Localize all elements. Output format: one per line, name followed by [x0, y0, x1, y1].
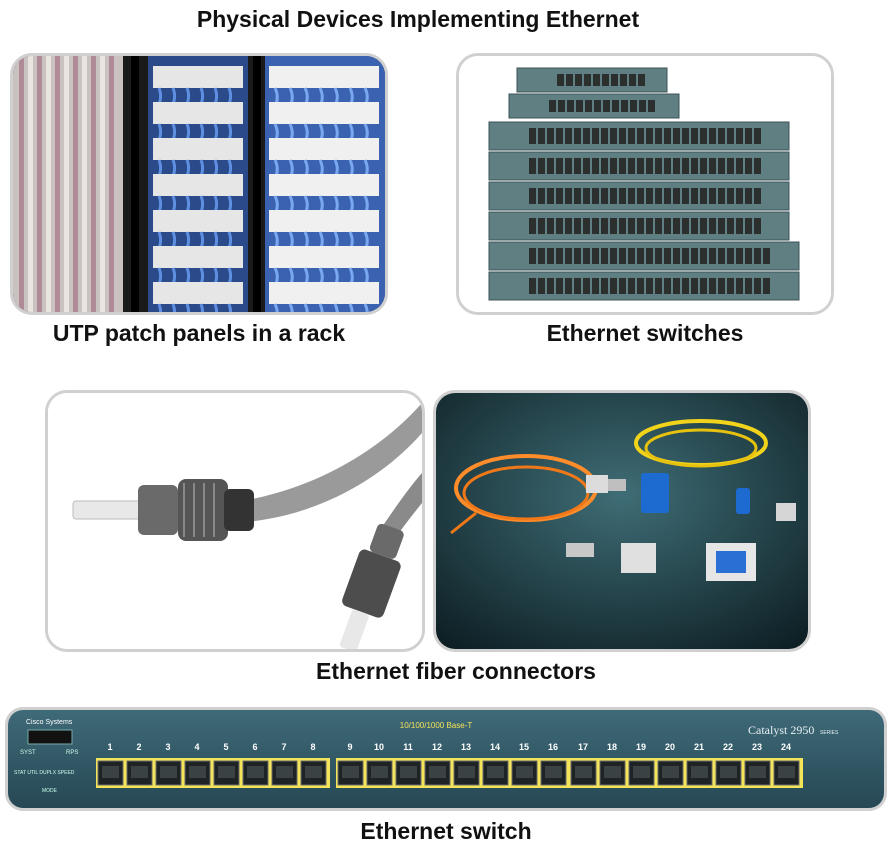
- port-number-label: 10: [374, 742, 384, 752]
- switch-status-row: STAT UTIL DUPLX SPEED: [14, 770, 75, 776]
- port-number-label: 20: [665, 742, 675, 752]
- switch-stack-illustration: [459, 56, 831, 312]
- port-number-label: 24: [781, 742, 791, 752]
- port-number-label: 12: [432, 742, 442, 752]
- fiber-cables-photo: [433, 390, 811, 652]
- switch-model-suffix: SERIES: [820, 730, 839, 736]
- port-number-label: 23: [752, 742, 762, 752]
- fiber-caption: Ethernet fiber connectors: [316, 658, 596, 684]
- switch-front-panel: Cisco Systems SYST RPS STAT UTIL DUPLX S…: [5, 707, 887, 811]
- st-connector-photo: [45, 390, 425, 652]
- port-number-label: 6: [252, 742, 257, 752]
- port-number-label: 8: [310, 742, 315, 752]
- switch-port-type: 10/100/1000 Base-T: [400, 721, 473, 730]
- switch-stack-caption: Ethernet switches: [546, 320, 744, 346]
- switch-stack-photo: [456, 53, 834, 315]
- switch-syst-label: SYST: [20, 750, 36, 756]
- switch-panel-illustration: Cisco Systems SYST RPS STAT UTIL DUPLX S…: [8, 710, 884, 808]
- port-number-label: 2: [136, 742, 141, 752]
- port-number-label: 4: [194, 742, 199, 752]
- port-number-label: 1: [107, 742, 112, 752]
- switch-mode-label: MODE: [42, 788, 58, 794]
- switch-caption: Ethernet switch: [360, 818, 532, 844]
- port-number-label: 5: [223, 742, 228, 752]
- port-number-label: 18: [607, 742, 617, 752]
- port-number-label: 17: [578, 742, 588, 752]
- switch-rps-label: RPS: [66, 750, 78, 756]
- port-number-label: 9: [347, 742, 352, 752]
- switch-model: Catalyst 2950: [748, 723, 814, 737]
- port-number-label: 21: [694, 742, 704, 752]
- port-number-label: 19: [636, 742, 646, 752]
- port-number-label: 22: [723, 742, 733, 752]
- port-number-label: 7: [281, 742, 286, 752]
- port-number-label: 11: [403, 742, 413, 752]
- st-connector-illustration: [48, 393, 422, 649]
- port-number-label: 14: [490, 742, 500, 752]
- page-title: Physical Devices Implementing Ethernet: [196, 6, 640, 32]
- patch-panel-caption: UTP patch panels in a rack: [52, 320, 346, 346]
- switch-brand: Cisco Systems: [26, 719, 73, 726]
- port-number-label: 16: [548, 742, 558, 752]
- port-number-label: 3: [165, 742, 170, 752]
- patch-panel-illustration: [13, 56, 385, 312]
- port-number-label: 15: [519, 742, 529, 752]
- patch-panel-photo: [10, 53, 388, 315]
- fiber-cables-illustration: [436, 393, 808, 649]
- port-number-label: 13: [461, 742, 471, 752]
